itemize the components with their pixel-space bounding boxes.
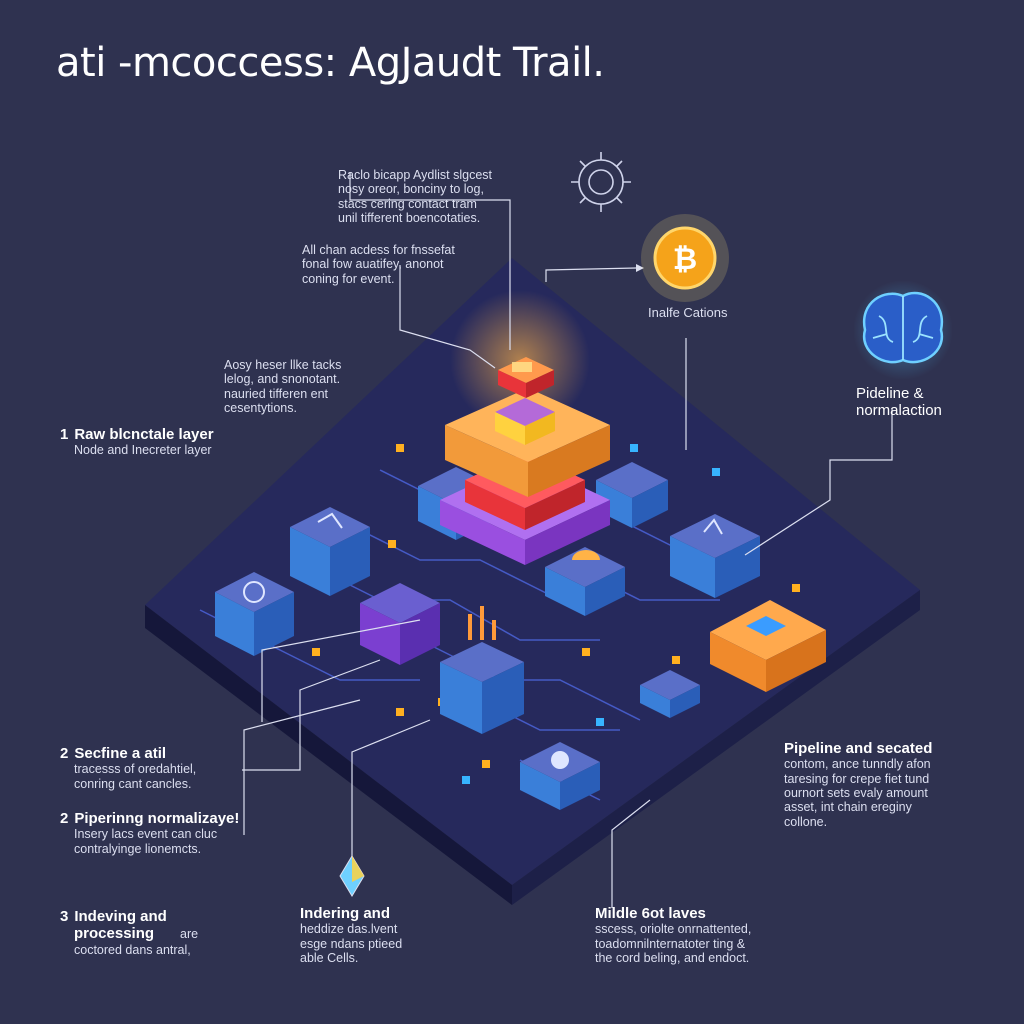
svg-text:₿: ₿ [673,242,697,277]
server-block [596,462,668,528]
bottom-middle-note: Indering and heddize das.lvent esge ndan… [300,905,403,965]
server-block [360,583,440,665]
step-number: 3 [60,908,69,925]
step-heading: Secfine a atil [74,745,167,762]
step-number: 2 [60,810,69,827]
step-number: 1 [60,426,69,443]
page-title: ati -mcoccess: AgJaudt Trail. [56,40,605,86]
right-middle-note: Pipeline and secated contom, ance tunndl… [784,740,933,829]
top-note: Raclo bicapp Aydlist slgcest nosy oreor,… [338,168,493,226]
server-block [215,572,294,656]
orange-block [710,600,826,692]
left-note: Aosy heser llke tacks lelog, and snonota… [224,358,342,416]
ethereum-icon [339,855,365,897]
step-heading: Piperinng normalizaye! [74,810,240,827]
server-block [290,507,370,596]
bitcoin-icon: ₿ [641,214,729,302]
arrowheads [636,264,644,272]
server-block [670,514,760,598]
bottom-right-note: Mildle 6ot laves sscess, oriolte onrnatt… [595,905,752,965]
step-heading-line2: processing [74,925,155,943]
gear-icon [571,152,631,212]
step-number: 2 [60,745,69,762]
bitcoin-label: Inalfe Cations [648,305,728,320]
server-block [520,742,600,810]
platform [145,258,920,905]
step-heading: Indeving and [74,908,167,925]
brain-icon [853,280,953,380]
server-block [545,547,625,616]
central-tower [440,290,610,565]
leader-lines [242,172,893,908]
server-block [440,606,524,734]
server-block [640,670,700,718]
brain-label: Pideline & normalaction [856,385,942,420]
step-heading: Raw blcnctale layer [74,426,214,443]
mid-note: All chan acdess for fnssefat fonal fow a… [302,243,455,286]
